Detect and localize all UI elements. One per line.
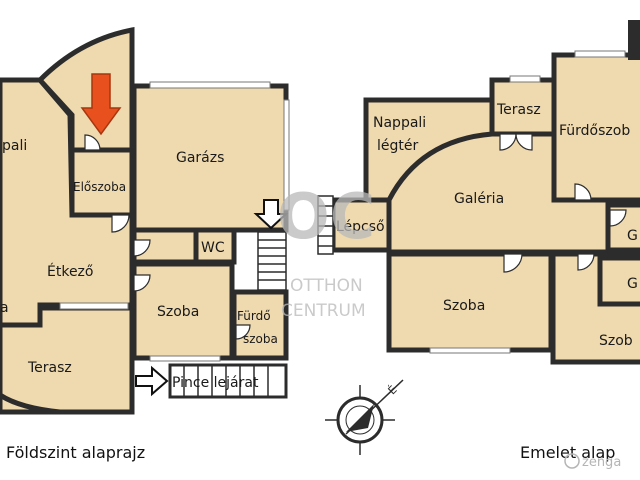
- label-nappali: pali: [2, 138, 27, 154]
- szoba-door: [133, 274, 151, 292]
- watermark-letters: OC: [277, 180, 375, 253]
- label-terasz: Terasz: [27, 360, 72, 376]
- garage-side-window: [283, 99, 290, 211]
- zenga-logo-icon: [564, 453, 580, 469]
- upper-corner-wall: [628, 20, 640, 60]
- pince-stair-lines: [183, 365, 269, 397]
- compass: É: [325, 379, 404, 455]
- zenga-text: zenga: [582, 455, 621, 470]
- terrace-window: [59, 302, 129, 310]
- terasz-door-2: [515, 133, 533, 151]
- hall-door: [133, 239, 151, 257]
- label-nappali-legter-2: légtér: [377, 138, 418, 154]
- label-garazs: Garázs: [176, 150, 224, 166]
- lepcso-room: [330, 197, 392, 253]
- upper-floor: Nappali légtér Terasz Fürdőszob Galéria …: [317, 20, 640, 462]
- eloszoba-door-top: [84, 134, 101, 151]
- label-furdo-1: Fürdő: [237, 309, 271, 323]
- label-wc: WC: [201, 240, 225, 256]
- label-galeria: Galéria: [454, 191, 504, 207]
- terrace-curve: [0, 392, 61, 415]
- stairs-down-arrow-icon: [253, 199, 289, 230]
- watermark-line1: OTTHON: [290, 276, 363, 296]
- label-pince-lejarat: Pince lejárat: [172, 375, 259, 391]
- upper-furdo-window: [574, 50, 626, 58]
- label-upper-szoba: Szoba: [443, 298, 485, 314]
- upper-floor-title: Emelet alap: [520, 443, 615, 462]
- upper-furdo-door: [574, 183, 592, 201]
- upper-szoba2-door: [577, 253, 595, 271]
- upper-szoba-window: [429, 347, 511, 354]
- upper-szoba-door: [503, 253, 523, 273]
- label-nappali-fragment: a: [0, 300, 9, 316]
- label-szoba: Szoba: [157, 304, 199, 320]
- label-lepcso: Lépcső: [336, 219, 385, 235]
- label-etkezo: Étkező: [47, 263, 93, 280]
- garage-window: [149, 81, 271, 89]
- entrance-marker-arrow-icon: [80, 73, 122, 136]
- pince-arrow-icon: [135, 365, 169, 397]
- eloszoba-room: [69, 147, 135, 218]
- pince-lejarat-box: [168, 363, 288, 399]
- watermark-line2: CENTRUM: [281, 301, 366, 321]
- furdo-door: [235, 324, 251, 340]
- zenga-logo: zenga: [564, 453, 621, 470]
- otthon-centrum-watermark: OC OTTHON CENTRUM: [277, 180, 375, 321]
- upper-right-g2-front: [597, 255, 640, 307]
- label-nappali-legter-1: Nappali: [373, 115, 426, 131]
- label-upper-g2: G: [627, 276, 638, 292]
- label-upper-szoba2: Szob: [599, 333, 633, 349]
- upper-terasz-window: [509, 75, 541, 83]
- szoba-window: [149, 355, 221, 362]
- upper-stair-lines: [317, 195, 334, 255]
- label-upper-g1: G: [627, 228, 638, 244]
- ground-floor: pali Előszoba Étkező a Terasz Garázs WC …: [0, 26, 290, 462]
- label-eloszoba: Előszoba: [73, 180, 126, 194]
- ground-floor-title: Földszint alaprajz: [6, 443, 145, 462]
- furdoszoba-room: [231, 289, 289, 361]
- label-upper-furdoszoba: Fürdőszob: [559, 123, 630, 139]
- compass-needle-icon: [346, 404, 374, 432]
- label-upper-terasz: Terasz: [496, 102, 541, 118]
- eloszoba-door-bottom: [111, 214, 130, 233]
- label-furdo-2: szoba: [243, 332, 278, 346]
- ground-stair-steps: [258, 239, 286, 281]
- upper-g-door: [609, 209, 627, 227]
